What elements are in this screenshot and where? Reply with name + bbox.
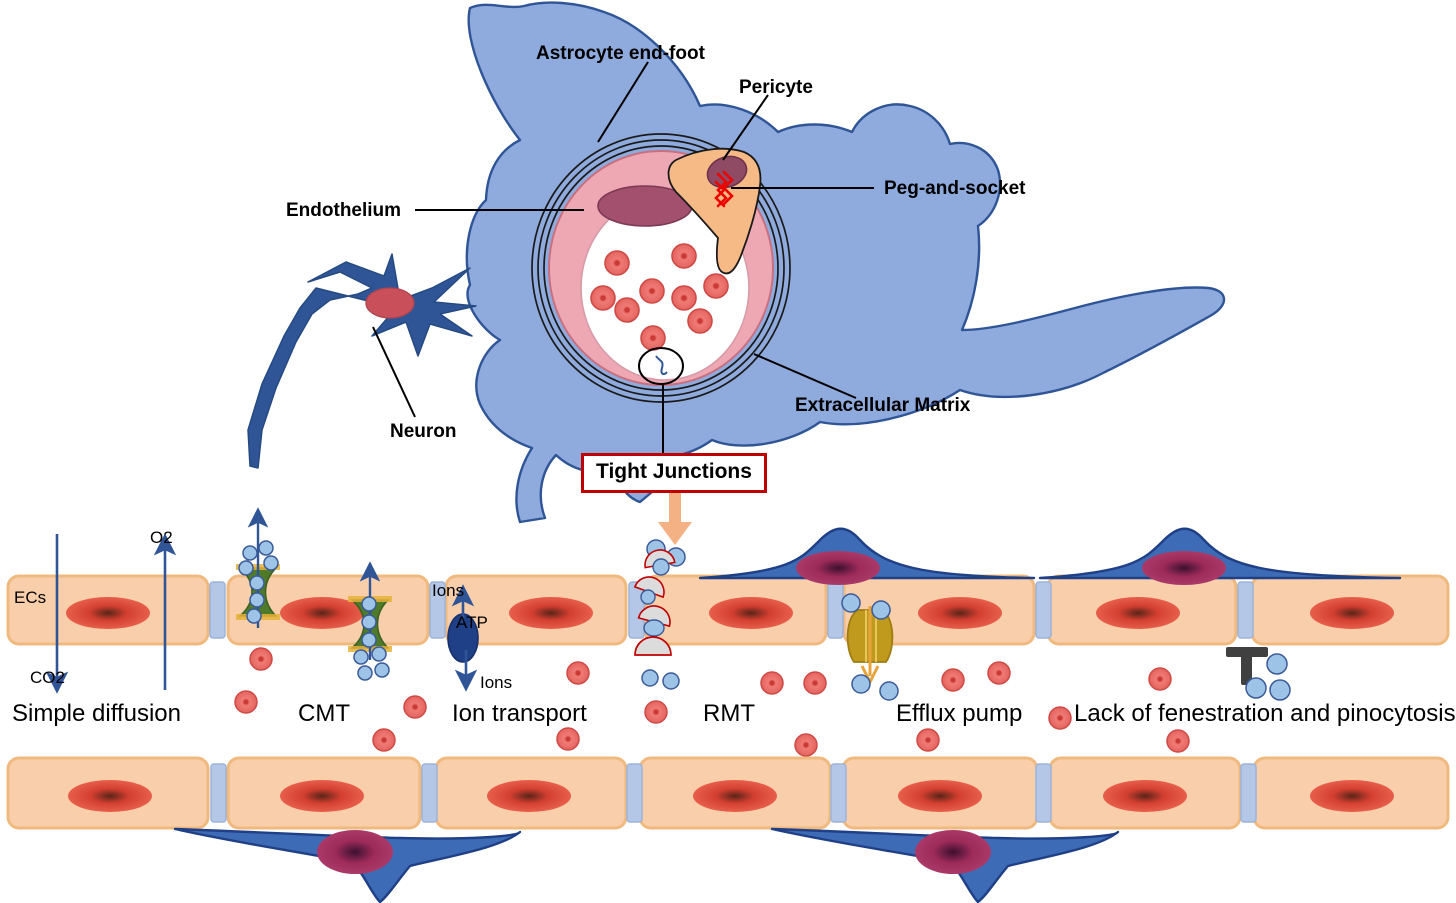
callout-astrocyte-end-foot: Astrocyte end-foot: [536, 43, 705, 64]
astrocyte-shape: [465, 1, 1226, 524]
fenestration-blocked-molecules: [1245, 653, 1291, 701]
ion-transport-arrows: [451, 584, 478, 692]
brain-side-particles: [234, 647, 1190, 757]
callout-endothelium: Endothelium: [286, 200, 402, 221]
pericyte-shape: [667, 147, 762, 275]
mechanism-label-rmt: RMT: [703, 700, 755, 727]
astrocyte-lower-right: [770, 827, 1120, 903]
tight-junction-highlight: [638, 347, 684, 385]
mechanism-label-efflux-pump: Efflux pump: [896, 700, 1023, 727]
callout-peg-and-socket: Peg-and-socket: [884, 178, 1026, 199]
ec-row-upper: [6, 574, 1450, 646]
ec-row-lower: [6, 756, 1450, 830]
ecs-row-label: ECs: [14, 588, 47, 607]
ions-basal-label: Ions: [480, 673, 513, 692]
callout-pericyte: Pericyte: [739, 77, 813, 98]
efflux-pump-molecules: [841, 593, 899, 701]
tight-junction-arrow: [658, 492, 692, 545]
fenestration-blocker-icon: [1226, 647, 1268, 685]
peg-and-socket-shape: [714, 170, 734, 208]
mechanism-label-cmt: CMT: [298, 700, 350, 727]
cmt-molecules-1: [238, 540, 279, 624]
red-blood-cells-lumen: [590, 243, 729, 351]
mechanism-label-ion-transport: Ion transport: [452, 700, 587, 727]
co2-label: CO2: [30, 668, 65, 687]
neuron-shape: [247, 253, 477, 469]
efflux-pump: [846, 606, 894, 686]
mechanism-label-simple-diffusion: Simple diffusion: [12, 700, 181, 727]
tight-junctions-label-box: Tight Junctions: [581, 453, 767, 494]
astrocyte-upper-left: [698, 527, 1036, 585]
o2-label: O2: [150, 528, 173, 547]
astrocyte-upper-right: [1038, 527, 1402, 585]
cmt-molecules-2: [353, 596, 390, 681]
astrocyte-lower-left: [173, 827, 522, 903]
rmt-vesicles: [633, 539, 686, 690]
callout-extracellular-matrix: Extracellular Matrix: [795, 395, 971, 416]
mechanism-label-lack-of-fenestration: Lack of fenestration and pinocytosis: [1074, 700, 1456, 727]
ions-apical-label: Ions: [432, 581, 465, 600]
simple-diffusion-arrows: [45, 533, 177, 694]
callout-neuron: Neuron: [390, 421, 457, 442]
atp-label: ATP: [456, 613, 488, 632]
callout-leader-lines: [372, 61, 874, 456]
extracellular-matrix-layers: [531, 133, 791, 403]
